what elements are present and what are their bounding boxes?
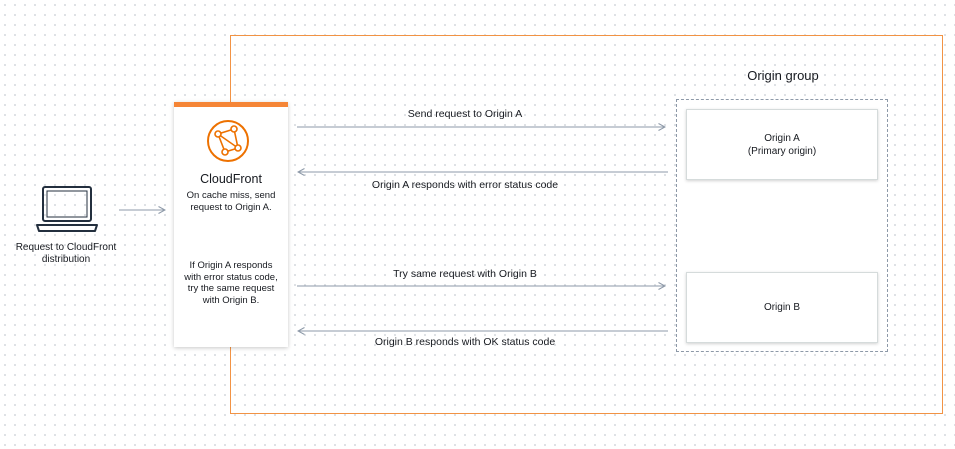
- origin-b-name: Origin B: [763, 302, 801, 313]
- laptop-icon: [36, 186, 98, 232]
- flow-label-origin-a-error: Origin A responds with error status code: [371, 179, 559, 191]
- cloudfront-title: CloudFront: [200, 172, 262, 186]
- origin-a-subtitle: (Primary origin): [747, 145, 817, 157]
- cache-miss-note-line1: On cache miss, send: [186, 190, 276, 201]
- cache-miss-note-line2: request to Origin A.: [190, 201, 272, 213]
- flow-label-origin-b-ok: Origin B responds with OK status code: [374, 336, 556, 348]
- origin-b-box: Origin B: [686, 272, 878, 343]
- failover-note-line3: try the same request: [187, 283, 275, 294]
- flow-label-retry-origin-b: Try same request with Origin B: [393, 268, 537, 280]
- cloudfront-card: CloudFront On cache miss, send request t…: [174, 102, 288, 347]
- origin-group-title: Origin group: [747, 68, 819, 83]
- failover-note: If Origin A responds with error status c…: [178, 260, 284, 306]
- cloudfront-icon: [207, 120, 249, 162]
- client-caption-line2: distribution: [41, 254, 91, 265]
- failover-note-line1: If Origin A responds: [189, 260, 273, 271]
- cache-miss-note: On cache miss, send request to Origin A.: [178, 190, 284, 213]
- client-caption-line1: Request to CloudFront: [15, 242, 117, 253]
- flow-label-send-origin-a: Send request to Origin A: [407, 108, 523, 120]
- client-caption: Request to CloudFront distribution: [0, 242, 132, 266]
- origin-a-name: Origin A: [764, 132, 800, 144]
- origin-a-box: Origin A (Primary origin): [686, 109, 878, 180]
- failover-note-line4: with Origin B.: [202, 294, 260, 306]
- failover-note-line2: with error status code,: [184, 271, 278, 283]
